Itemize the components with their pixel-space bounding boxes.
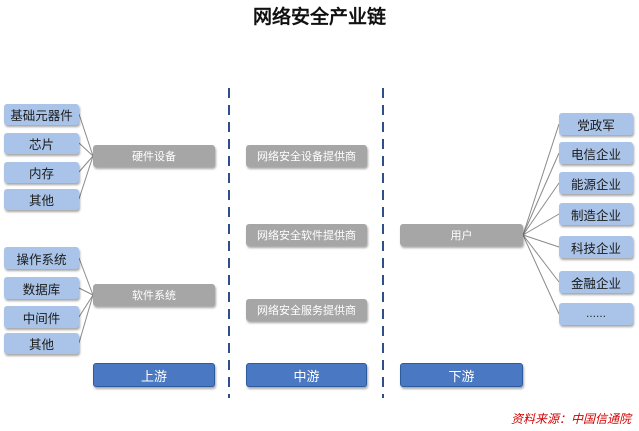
stage-upstream: 上游 — [93, 363, 215, 387]
hardware-item-components: 基础元器件 — [4, 104, 79, 125]
software-connectors — [78, 257, 94, 344]
stage-midstream: 中游 — [246, 363, 367, 387]
user-item-energy: 能源企业 — [559, 172, 633, 194]
hardware-equipment-node: 硬件设备 — [93, 145, 215, 167]
software-system-node: 软件系统 — [93, 284, 215, 306]
user-connectors — [522, 123, 560, 315]
user-item-telecom: 电信企业 — [559, 142, 633, 164]
user-item-government: 党政军 — [559, 113, 633, 135]
user-item-technology: 科技企业 — [559, 236, 633, 258]
hardware-item-chip: 芯片 — [4, 133, 79, 154]
software-item-database: 数据库 — [4, 277, 79, 299]
user-item-more: …… — [559, 303, 633, 325]
diagram-title: 网络安全产业链 — [252, 6, 386, 28]
software-item-os: 操作系统 — [4, 247, 79, 269]
software-item-middleware: 中间件 — [4, 306, 79, 328]
user-item-manufacturing: 制造企业 — [559, 203, 633, 225]
user-node: 用户 — [400, 224, 523, 246]
security-equipment-provider: 网络安全设备提供商 — [246, 145, 367, 167]
hardware-item-other: 其他 — [4, 189, 79, 210]
hardware-item-memory: 内存 — [4, 162, 79, 183]
source-note: 资料来源：中国信通院 — [510, 412, 631, 426]
user-item-finance: 金融企业 — [559, 271, 633, 293]
security-service-provider: 网络安全服务提供商 — [246, 299, 367, 321]
stage-downstream: 下游 — [400, 363, 523, 387]
software-item-other: 其他 — [4, 333, 79, 354]
security-software-provider: 网络安全软件提供商 — [246, 224, 367, 246]
hardware-connectors — [78, 113, 94, 200]
